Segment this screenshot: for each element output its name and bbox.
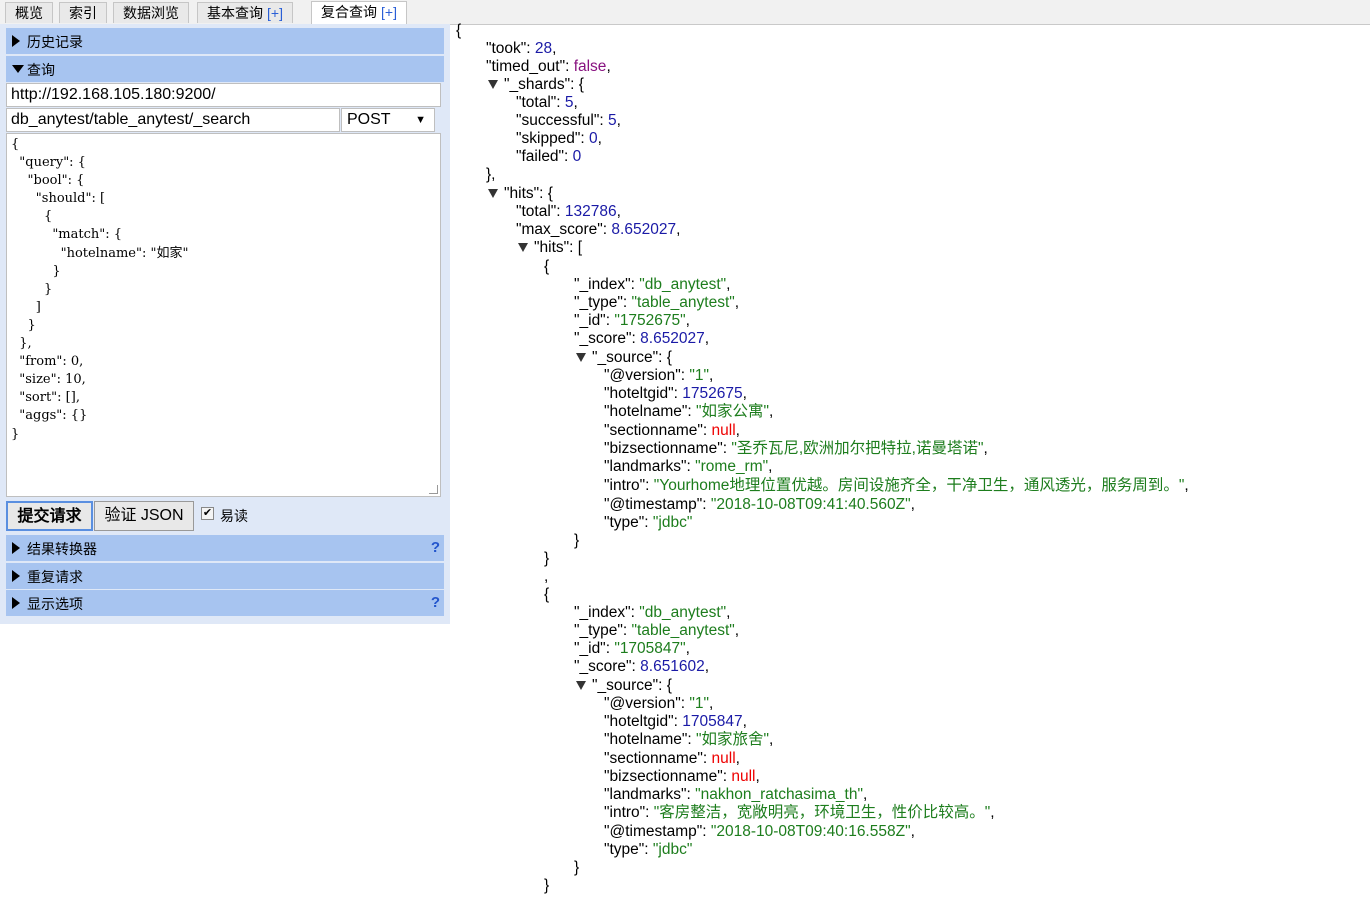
- json-src-landmarks: "landmarks": "nakhon_ratchasima_th",: [604, 786, 868, 803]
- tab-label: 复合查询: [321, 4, 377, 20]
- json-src-timestamp: "@timestamp": "2018-10-08T09:41:40.560Z"…: [604, 496, 915, 513]
- json-hit-score: "_score": 8.651602,: [574, 658, 710, 675]
- tab-compound-query[interactable]: 复合查询[+]: [311, 1, 407, 24]
- expand-right-icon: [12, 570, 20, 582]
- repeat-section-header[interactable]: 重复请求: [6, 563, 444, 589]
- json-shards[interactable]: "_shards": {: [488, 76, 584, 94]
- tab-browser[interactable]: 数据浏览: [113, 2, 189, 23]
- json-src-hoteltgid: "hoteltgid": 1705847,: [604, 713, 747, 730]
- json-hit-type: "_type": "table_anytest",: [574, 294, 740, 311]
- json-hit-index: "_index": "db_anytest",: [574, 276, 731, 293]
- json-brace: {: [456, 22, 462, 39]
- collapse-toggle-icon[interactable]: [576, 681, 586, 691]
- transformer-label: 结果转换器: [27, 541, 97, 557]
- json-src-intro: "intro": "客房整洁，宽敞明亮，环境卫生，性价比较高。",: [604, 804, 995, 821]
- tab-label: 基本查询: [207, 5, 263, 21]
- json-hits[interactable]: "hits": {: [488, 185, 553, 203]
- json-timed-out: "timed_out": false,: [486, 58, 611, 75]
- json-hit-id: "_id": "1752675",: [574, 312, 690, 329]
- request-body-editor[interactable]: { "query": { "bool": { "should": [ { "ma…: [6, 133, 441, 497]
- display-section-header[interactable]: 显示选项 ?: [6, 590, 444, 616]
- tab-bar: 概览 索引 数据浏览 基本查询[+] 复合查询[+]: [0, 0, 1370, 25]
- history-label: 历史记录: [27, 34, 83, 50]
- json-hit-id: "_id": "1705847",: [574, 640, 690, 657]
- json-hits-total: "total": 132786,: [516, 203, 621, 220]
- tab-label: 数据浏览: [123, 5, 179, 21]
- json-src-bizsectionname: "bizsectionname": "圣乔瓦尼,欧洲加尔把特拉,诺曼塔诺",: [604, 440, 988, 457]
- json-comma: ,: [544, 568, 549, 585]
- json-src-hoteltgid: "hoteltgid": 1752675,: [604, 385, 747, 402]
- collapse-toggle-icon[interactable]: [518, 243, 528, 253]
- validate-json-button[interactable]: 验证 JSON: [94, 501, 194, 531]
- json-shards-total: "total": 5,: [516, 94, 578, 111]
- json-hit-score: "_score": 8.652027,: [574, 330, 710, 347]
- json-src-version: "@version": "1",: [604, 367, 714, 384]
- json-took: "took": 28,: [486, 40, 557, 57]
- request-body-text: { "query": { "bool": { "should": [ { "ma…: [11, 137, 189, 442]
- history-section-header[interactable]: 历史记录: [6, 28, 444, 54]
- json-src-sectionname: "sectionname": null,: [604, 750, 740, 767]
- collapse-toggle-icon[interactable]: [576, 353, 586, 363]
- collapse-toggle-icon[interactable]: [488, 189, 498, 199]
- display-label: 显示选项: [27, 596, 83, 612]
- tab-basic-query[interactable]: 基本查询[+]: [197, 2, 293, 23]
- resize-grip-icon[interactable]: [429, 485, 438, 494]
- method-value: POST: [347, 111, 391, 128]
- json-hits-array[interactable]: "hits": [: [518, 239, 582, 257]
- help-icon[interactable]: ?: [430, 594, 440, 611]
- json-src-bizsectionname: "bizsectionname": null,: [604, 768, 760, 785]
- json-src-version: "@version": "1",: [604, 695, 714, 712]
- json-brace: }: [544, 550, 550, 567]
- json-shards-failed: "failed": 0: [516, 148, 582, 165]
- tab-indices[interactable]: 索引: [59, 2, 107, 23]
- json-src-timestamp: "@timestamp": "2018-10-08T09:40:16.558Z"…: [604, 823, 915, 840]
- pretty-label: 易读: [220, 508, 248, 524]
- json-shards-successful: "successful": 5,: [516, 112, 621, 129]
- json-brace: }: [574, 859, 580, 876]
- json-hit-source[interactable]: "_source": {: [576, 677, 672, 695]
- server-url-input[interactable]: http://192.168.105.180:9200/: [6, 83, 441, 107]
- tab-overview[interactable]: 概览: [5, 2, 53, 23]
- json-src-intro: "intro": "Yourhome地理位置优越。房间设施齐全，干净卫生，通风透…: [604, 477, 1189, 494]
- expand-right-icon: [12, 35, 20, 47]
- json-hit-index: "_index": "db_anytest",: [574, 604, 731, 621]
- method-select[interactable]: POST ▼: [341, 108, 435, 132]
- tab-label: 概览: [15, 5, 43, 21]
- query-panel: 历史记录 查询 http://192.168.105.180:9200/ db_…: [0, 24, 450, 624]
- tab-plus: [+]: [267, 5, 283, 21]
- path-input[interactable]: db_anytest/table_anytest/_search: [6, 108, 340, 132]
- json-brace: {: [544, 586, 550, 603]
- help-icon[interactable]: ?: [430, 539, 440, 556]
- tab-plus: [+]: [381, 4, 397, 20]
- tab-label: 索引: [69, 5, 97, 21]
- collapse-toggle-icon[interactable]: [488, 80, 498, 90]
- repeat-label: 重复请求: [27, 569, 83, 585]
- json-src-type: "type": "jdbc": [604, 841, 693, 858]
- json-brace: }: [544, 877, 550, 894]
- submit-request-button[interactable]: 提交请求: [6, 501, 93, 531]
- json-src-landmarks: "landmarks": "rome_rm",: [604, 458, 773, 475]
- json-hit-type: "_type": "table_anytest",: [574, 622, 740, 639]
- json-max-score: "max_score": 8.652027,: [516, 221, 681, 238]
- json-brace: }: [574, 532, 580, 549]
- json-src-hotelname: "hotelname": "如家公寓",: [604, 403, 774, 420]
- json-src-type: "type": "jdbc": [604, 514, 693, 531]
- query-section-header[interactable]: 查询: [6, 56, 444, 82]
- json-src-sectionname: "sectionname": null,: [604, 422, 740, 439]
- transformer-section-header[interactable]: 结果转换器 ?: [6, 535, 444, 561]
- json-hit-source[interactable]: "_source": {: [576, 349, 672, 367]
- query-label: 查询: [27, 62, 55, 78]
- json-brace: },: [486, 166, 496, 183]
- json-shards-skipped: "skipped": 0,: [516, 130, 602, 147]
- json-result-view: { "took": 28, "timed_out": false, "_shar…: [456, 22, 1366, 901]
- collapse-down-icon: [12, 65, 24, 73]
- expand-right-icon: [12, 542, 20, 554]
- json-brace: {: [544, 258, 550, 275]
- expand-right-icon: [12, 597, 20, 609]
- json-src-hotelname: "hotelname": "如家旅舍",: [604, 731, 774, 748]
- pretty-checkbox[interactable]: ✔: [201, 507, 214, 520]
- dropdown-arrow-icon: ▼: [415, 114, 426, 126]
